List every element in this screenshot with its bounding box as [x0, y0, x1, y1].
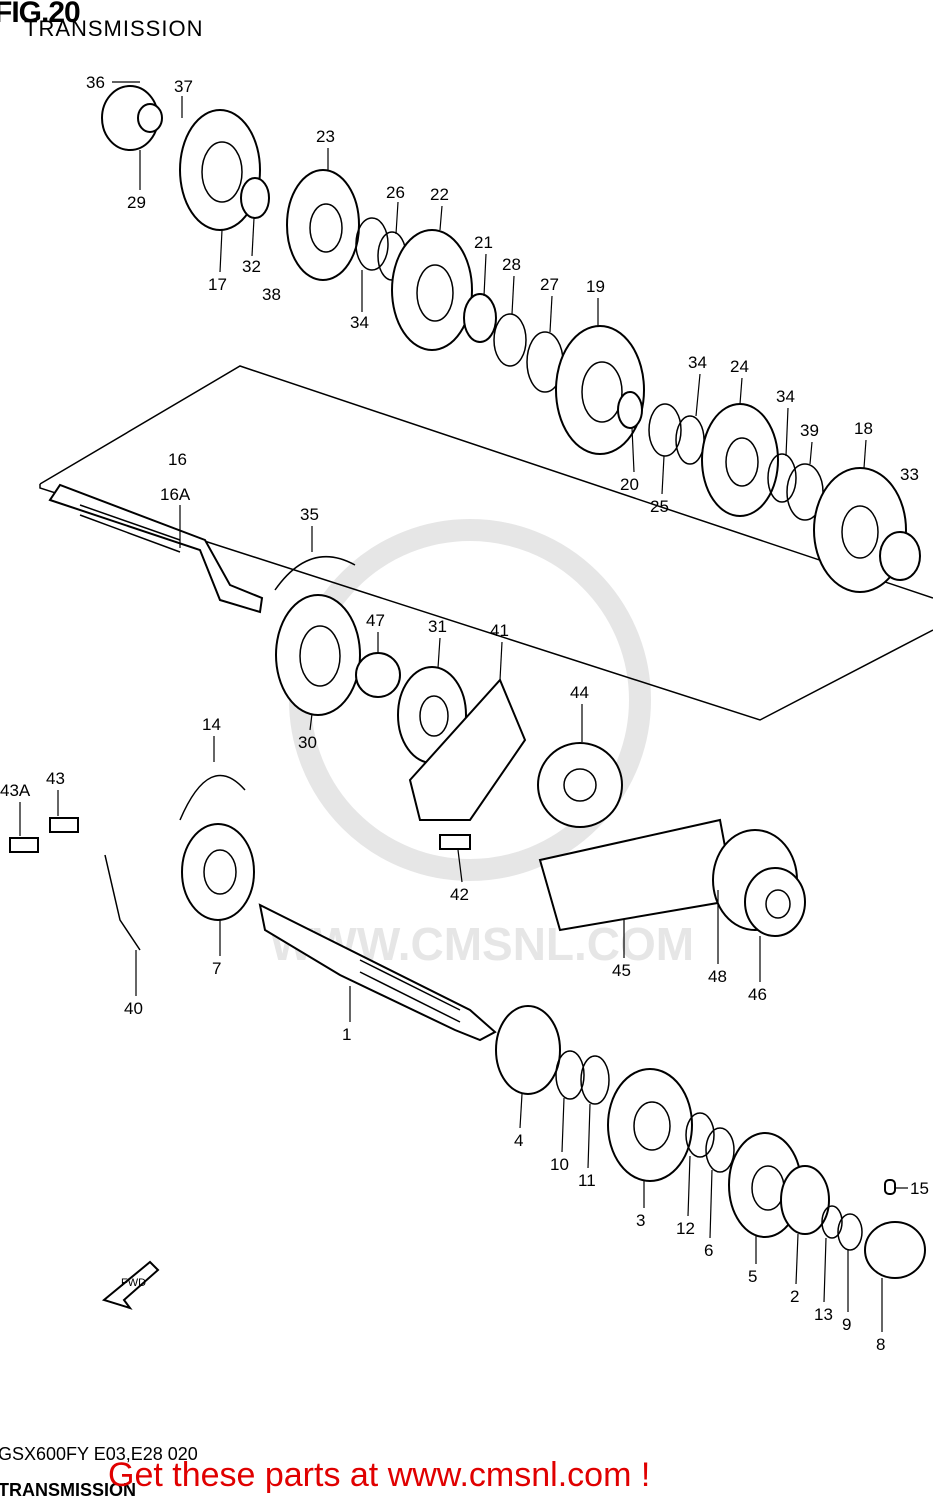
callout-27: 27 [540, 275, 559, 294]
callout-17: 17 [208, 275, 227, 294]
callout-26: 26 [386, 183, 405, 202]
callout-34b: 34 [688, 353, 707, 372]
callout-31: 31 [428, 617, 447, 636]
callout-48: 48 [708, 967, 727, 986]
callout-24: 24 [730, 357, 749, 376]
figure-title: FIG.20 [0, 0, 81, 29]
countershaft-frame [39, 365, 933, 721]
callout-12: 12 [676, 1219, 695, 1238]
callout-7: 7 [212, 959, 221, 978]
callout-35: 35 [300, 505, 319, 524]
callout-39: 39 [800, 421, 819, 440]
callout-30: 30 [298, 733, 317, 752]
callout-16: 16 [168, 450, 187, 469]
mainshaft-gears [495, 1005, 926, 1279]
callout-28: 28 [502, 255, 521, 274]
callout-47: 47 [366, 611, 385, 630]
callout-labels: 36 37 29 17 32 38 23 26 22 34 21 28 27 1… [0, 73, 929, 1354]
callout-13: 13 [814, 1305, 833, 1324]
callout-42: 42 [450, 885, 469, 904]
callout-4: 4 [514, 1131, 523, 1150]
callout-32: 32 [242, 257, 261, 276]
footer-title: TRANSMISSION [0, 1480, 137, 1500]
sprocket-assembly [9, 555, 806, 951]
callout-9: 9 [842, 1315, 851, 1334]
callout-1: 1 [342, 1025, 351, 1044]
countershaft [48, 483, 264, 614]
callout-40: 40 [124, 999, 143, 1018]
fwd-label: FWD [121, 1277, 146, 1289]
callout-43a: 43A [0, 781, 31, 800]
callout-37: 37 [174, 77, 193, 96]
cta-link[interactable]: Get these parts at www.cmsnl.com ! [108, 1456, 651, 1494]
callout-16a: 16A [160, 485, 191, 504]
callout-21: 21 [474, 233, 493, 252]
callout-14: 14 [202, 715, 221, 734]
model-code: GSX600FY E03,E28 020 [0, 1444, 198, 1464]
callout-11: 11 [578, 1171, 596, 1190]
callout-45: 45 [612, 961, 631, 980]
callout-19: 19 [586, 277, 605, 296]
callout-23: 23 [316, 127, 335, 146]
callout-38: 38 [262, 285, 281, 304]
callout-22: 22 [430, 185, 449, 204]
callout-8: 8 [876, 1335, 885, 1354]
leader-lines [19, 81, 908, 1332]
callout-3: 3 [636, 1211, 645, 1230]
callout-5: 5 [748, 1267, 757, 1286]
callout-25: 25 [650, 497, 669, 516]
callout-33: 33 [900, 465, 919, 484]
fwd-arrow: FWD [101, 1260, 160, 1310]
callout-6: 6 [704, 1241, 713, 1260]
callout-41: 41 [490, 621, 509, 640]
figure-subtitle: TRANSMISSION [24, 16, 204, 41]
callout-2: 2 [790, 1287, 799, 1306]
callout-15: 15 [910, 1179, 929, 1198]
callout-20: 20 [620, 475, 639, 494]
callout-18: 18 [854, 419, 873, 438]
countershaft-gears [101, 85, 921, 593]
callout-46: 46 [748, 985, 767, 1004]
callout-36: 36 [86, 73, 105, 92]
main-shaft [258, 903, 497, 1042]
callout-29: 29 [127, 193, 146, 212]
callout-44: 44 [570, 683, 589, 702]
callout-34a: 34 [350, 313, 369, 332]
callout-10: 10 [550, 1155, 569, 1174]
callout-34c: 34 [776, 387, 795, 406]
callout-43: 43 [46, 769, 65, 788]
